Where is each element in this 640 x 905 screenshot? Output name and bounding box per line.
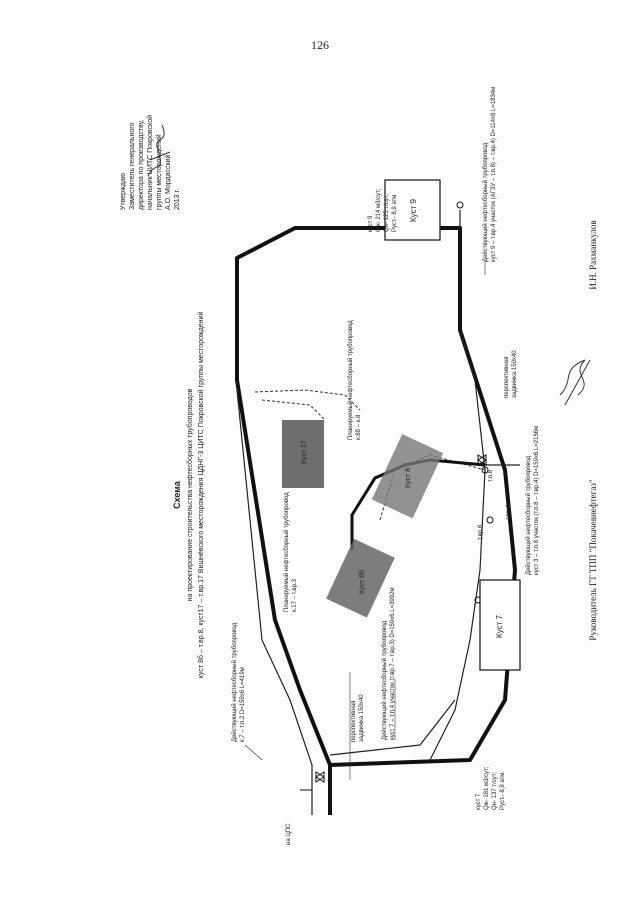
svg-text:к.7 – т.п.2 D=159х6 L=419м: к.7 – т.п.2 D=159х6 L=419м xyxy=(240,667,246,742)
svg-text:куст 3 – т.п.8 участок (т.п.8: куст 3 – т.п.8 участок (т.п.8 – т.вр.4) … xyxy=(534,426,540,575)
svg-text:перспективная: перспективная xyxy=(351,701,357,742)
svg-text:Планируемый нефтесборный трубо: Планируемый нефтесборный трубопровод xyxy=(347,320,354,440)
pad-label: Куст 9 xyxy=(409,199,418,222)
label-valve-right: перспективная задвижка 150х40 xyxy=(504,350,518,398)
label-existing-left: Действующий нефтесборный трубопровод к.7… xyxy=(231,622,246,742)
signature-name: И.Н. Рахманкулов xyxy=(588,220,598,289)
pad-label: Куст 8 xyxy=(405,468,412,488)
svg-text:Qж- 214 м3/сут;: Qж- 214 м3/сут; xyxy=(376,188,382,232)
label-planned-8b: Планируемый нефтесборный трубопровод к.8… xyxy=(347,320,362,440)
to-pss-label: на ЦПС xyxy=(286,823,292,845)
node-label: т.вр.4 xyxy=(506,504,512,520)
svg-text:Действующий нефтесборный трубо: Действующий нефтесборный трубопровод xyxy=(525,455,532,575)
pad-kust8: Куст 8 xyxy=(371,434,444,519)
svg-text:задвижка 150х40: задвижка 150х40 xyxy=(512,350,518,398)
approval-line: Заместитель генерального xyxy=(129,122,136,210)
svg-text:Планируемый нефтесборный трубо: Планируемый нефтесборный трубопровод xyxy=(283,492,290,612)
title-block: Схема на проектирование строительства не… xyxy=(172,312,205,679)
approval-line: Утверждаю xyxy=(120,173,127,210)
approval-line: директора по производству, xyxy=(138,119,145,210)
node-labels: т.вр.6 т.вр.4 т.п.8 xyxy=(478,469,512,540)
label-existing-right-bottom: Действующий нефтесборный трубопровод кус… xyxy=(525,426,540,575)
svg-text:к.8б – к.8: к.8б – к.8 xyxy=(356,414,362,440)
pad-label: Куст 7 xyxy=(495,615,504,638)
svg-text:куст 9 – т.вр.4 участок (АГЗУ: куст 9 – т.вр.4 участок (АГЗУ – т.п.8) –… xyxy=(491,87,497,262)
svg-text:Qн- 137 т/сут;: Qн- 137 т/сут; xyxy=(492,772,498,810)
pad-info-kust9: куст 9 Qж- 214 м3/сут; Qн- 125 т/сут; Ру… xyxy=(368,188,398,232)
approval-line: 2013 г. xyxy=(174,189,181,210)
pad-kust9: Куст 9 xyxy=(384,179,441,241)
svg-text:к.17 – т.вр.3: к.17 – т.вр.3 xyxy=(292,578,298,612)
label-existing-bottom: Действующий нефтесборный трубопровод кус… xyxy=(381,587,396,740)
scheme-title-line: на проектирование строительства нефтесбо… xyxy=(186,388,194,601)
signature-scribble xyxy=(559,359,591,406)
svg-text:Qн- 125 т/сут;: Qн- 125 т/сут; xyxy=(384,194,390,232)
label-existing-right-top: Действующий нефтесборный трубопровод кус… xyxy=(482,87,497,262)
pad-kust8b: Куст 8б xyxy=(326,538,395,618)
pad-label: Куст 8б xyxy=(358,570,366,594)
label-planned-17: Планируемый нефтесборный трубопровод к.1… xyxy=(283,492,298,612)
approval-line: начальник ЦИТС Покровской xyxy=(146,115,154,210)
svg-text:задвижка 150х40: задвижка 150х40 xyxy=(359,694,365,742)
node-label: т.вр.6 xyxy=(478,524,484,540)
signature-line: Руководитель ГТ ТПП "Покачевнефтегаз" xyxy=(588,479,598,640)
svg-text:Действующий нефтесборный трубо: Действующий нефтесборный трубопровод xyxy=(381,620,388,740)
pad-label: Куст 17 xyxy=(301,440,308,464)
main-pipeline xyxy=(235,226,517,815)
label-valve-left: перспективная задвижка 150х40 xyxy=(351,694,365,742)
approval-signature xyxy=(147,124,171,177)
svg-text:куст 7 – т.п.4 участок (т.вр.7: куст 7 – т.п.4 участок (т.вр.7 – т.вр.3)… xyxy=(390,587,396,740)
page-number: 126 xyxy=(311,38,329,52)
node-label: т.п.8 xyxy=(488,469,494,482)
approval-line: группы месторождений xyxy=(155,134,163,210)
svg-text:Руст.- 8,9 атм.: Руст.- 8,9 атм. xyxy=(500,771,506,810)
svg-text:куст 7: куст 7 xyxy=(476,793,482,810)
svg-text:перспективная: перспективная xyxy=(504,357,510,398)
scheme-heading: Схема xyxy=(172,480,182,509)
svg-text:Действующий нефтесборный трубо: Действующий нефтесборный трубопровод xyxy=(482,142,489,262)
scheme-title-line: куст 8б – т.вр.8, куст17 – т.вр.17 Вишнё… xyxy=(197,312,205,679)
pad-kust7: Куст 7 xyxy=(479,579,521,671)
pad-info-kust7: куст 7 Qж- 181 м3/сут; Qн- 137 т/сут; Ру… xyxy=(476,766,506,810)
approval-block: Утверждаю Заместитель генерального дирек… xyxy=(120,115,181,210)
approval-line: А.О. Мордасский xyxy=(164,155,172,210)
leader-line xyxy=(244,744,263,761)
pad-kust17: Куст 17 xyxy=(282,420,324,488)
svg-text:Действующий нефтесборный трубо: Действующий нефтесборный трубопровод xyxy=(231,622,238,742)
to-pss-arrow: на ЦПС xyxy=(286,789,312,845)
svg-text:Qж- 181 м3/сут;: Qж- 181 м3/сут; xyxy=(484,766,490,810)
svg-text:Руст.- 8,9 атм: Руст.- 8,9 атм xyxy=(392,195,398,232)
thin-pipelines xyxy=(236,210,520,815)
svg-text:куст 9: куст 9 xyxy=(368,215,374,232)
